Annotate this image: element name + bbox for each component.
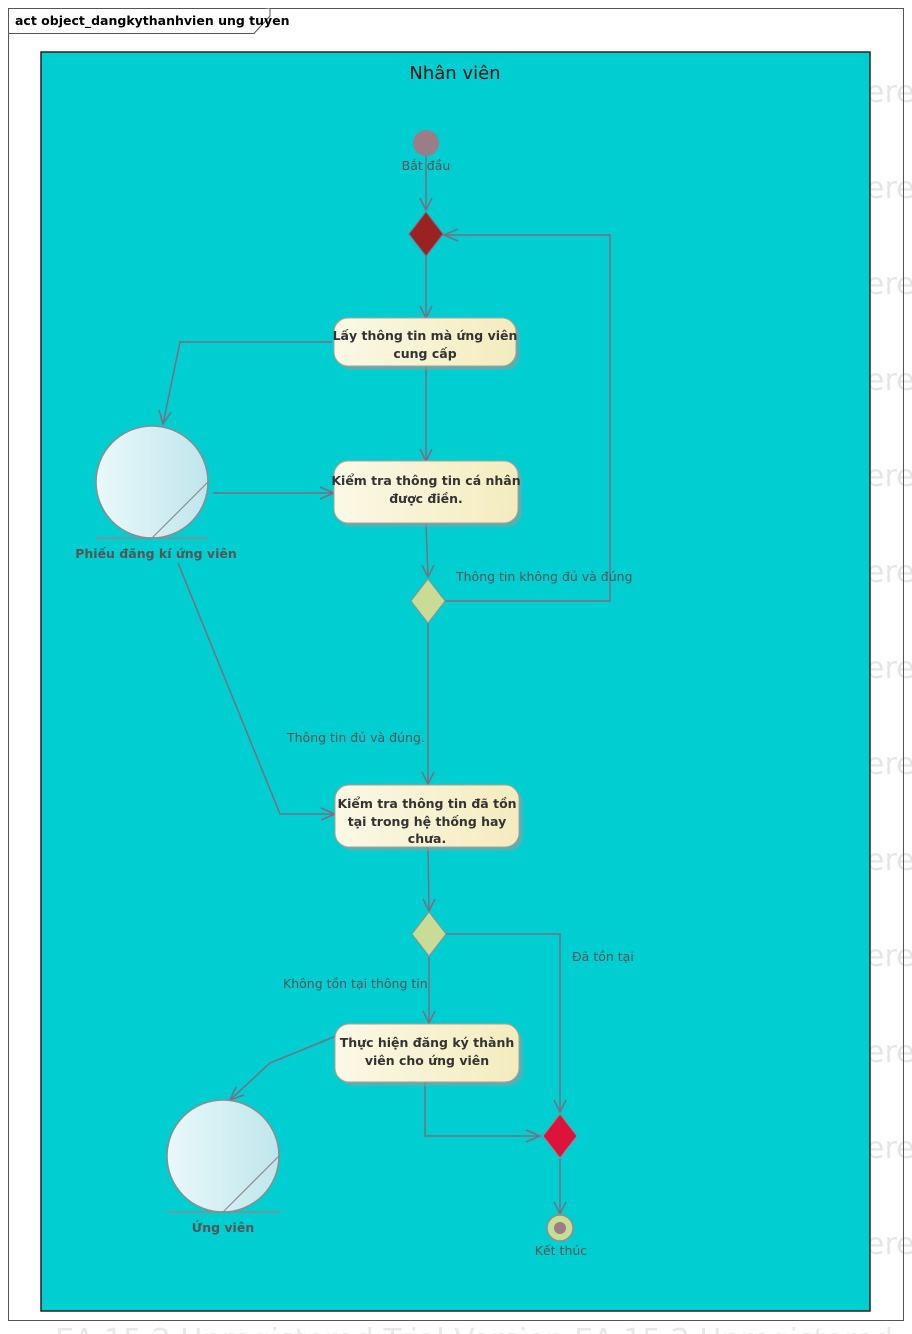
svg-text:cung cấp: cung cấp [393,346,456,361]
flow-collect-to-form [162,341,332,425]
svg-text:ere: ere [866,75,912,110]
svg-text:ere: ere [866,651,912,686]
activity-check-personal-info: Kiểm tra thông tin cá nhân được điền. [331,460,522,527]
svg-text:ere: ere [866,555,912,590]
object-candidate-label: Ứng viên [192,1220,254,1235]
frame-title: act object_dangkythanhvien ung tuyen [15,13,290,29]
svg-text:tại trong hệ thống hay: tại trong hệ thống hay [348,814,506,829]
flow-register-to-candidate [229,1035,337,1101]
guard-enough: Thông tin đủ và đúng. [286,730,425,745]
svg-text:viên cho ứng viên: viên cho ứng viên [365,1053,489,1068]
object-node-candidate: Ứng viên [166,1099,281,1235]
svg-text:Kiểm tra thông tin cá nhân: Kiểm tra thông tin cá nhân [331,473,520,488]
guard-not-exists: Không tồn tại thông tin [283,976,428,991]
svg-text:được điền.: được điền. [389,491,463,506]
flow-not-enough-loop [444,234,611,602]
initial-node-label: Bắt đầu [402,158,451,173]
svg-text:ere: ere [866,843,912,878]
merge-node [408,211,444,257]
svg-text:Thực hiện đăng ký thành: Thực hiện đăng ký thành [340,1035,515,1050]
flow-form-to-exists-check [177,562,335,815]
side-watermark: ere ere ere ere ere ere ere ere ere ere … [866,75,912,1262]
svg-text:chưa.: chưa. [408,831,446,846]
svg-text:Lấy thông tin mà ứng viên: Lấy thông tin mà ứng viên [333,328,518,343]
flow-already-exists [446,933,561,1112]
guard-already-exists: Đã tồn tại [572,949,634,964]
bottom-watermark: EA 15.2 Unregistered Trial Version EA 15… [55,1323,893,1334]
partition-title: Nhân viên [409,63,500,84]
final-node-label: Kết thúc [535,1243,588,1258]
svg-text:ere: ere [866,747,912,782]
activity-check-exists: Kiểm tra thông tin đã tồn tại trong hệ t… [334,784,523,851]
svg-text:ere: ere [866,363,912,398]
initial-node [413,130,439,156]
svg-text:ere: ere [866,171,912,206]
partition-nhan-vien [40,51,871,1312]
activity-collect-info: Lấy thông tin mà ứng viên cung cấp [333,317,520,370]
svg-text:ere: ere [866,1131,912,1166]
activity-register-member: Thực hiện đăng ký thành viên cho ứng viê… [334,1023,523,1086]
decision-exists [411,911,447,957]
object-node-form: Phiếu đăng kí ứng viên [75,425,237,561]
svg-text:ere: ere [866,459,912,494]
diagram-frame [8,8,904,1321]
svg-text:ere: ere [866,1227,912,1262]
svg-text:ere: ere [866,1035,912,1070]
svg-text:Kiểm tra thông tin đã tồn: Kiểm tra thông tin đã tồn [337,796,516,811]
frame-title-tab [8,8,271,34]
final-node [546,1214,574,1242]
svg-text:ere: ere [866,939,912,974]
object-form-label: Phiếu đăng kí ứng viên [75,546,237,561]
decision-info-complete [410,578,446,624]
svg-text:ere: ere [866,267,912,302]
final-merge-node [542,1113,578,1159]
flow-exists-to-decision [427,846,430,912]
flow-register-to-merge [424,1081,540,1137]
guard-not-enough: Thông tin không đủ và đúng [455,569,633,584]
flow-check-to-decision [425,523,429,578]
